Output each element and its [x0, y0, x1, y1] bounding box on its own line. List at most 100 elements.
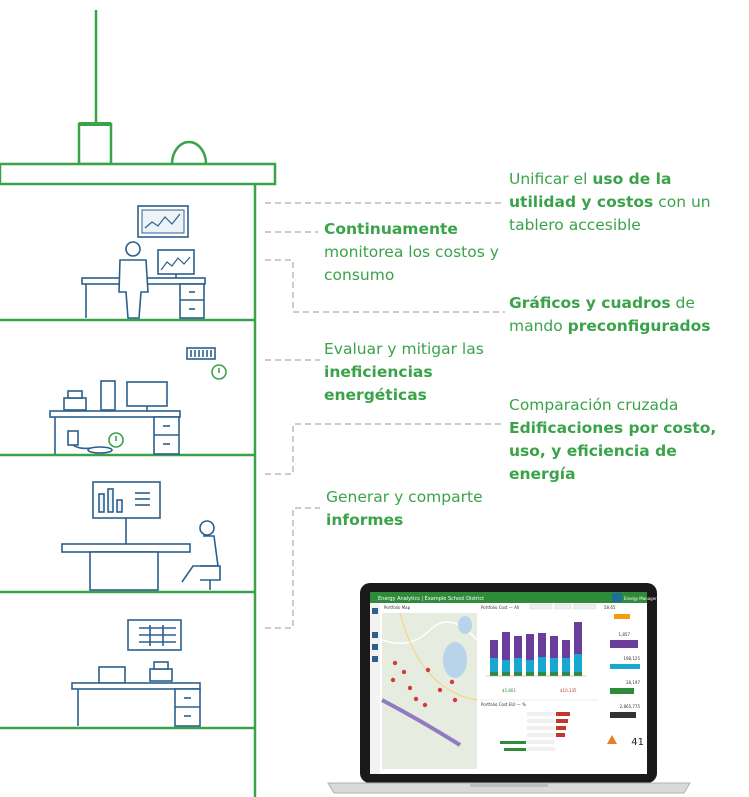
side-nav[interactable]	[370, 603, 380, 774]
label-unificar-text: tablero accesible	[509, 216, 641, 234]
label-comparacion-bold: uso, y eficiencia de	[509, 442, 677, 460]
desk-monitor-icon	[157, 249, 195, 275]
svg-text:41: 41	[631, 737, 644, 748]
rooftop-dome	[170, 140, 208, 165]
label-generar-text: Generar y comparte	[326, 488, 483, 506]
kpi-side-value-4: 28,197	[626, 680, 640, 685]
computer-monitor-icon	[126, 381, 168, 407]
filter-dropdown[interactable]	[554, 603, 572, 610]
desk-pedestal	[89, 551, 159, 591]
floor1-scene	[81, 205, 206, 319]
label-graficos-text: de	[670, 294, 695, 312]
nav-chart-icon[interactable]	[372, 632, 378, 638]
label-evaluar-bold: energéticas	[324, 386, 427, 404]
map-marker[interactable]	[449, 679, 455, 685]
outlet-icon	[67, 430, 79, 446]
label-evaluar: Evaluar y mitigar las ineficiencias ener…	[324, 338, 504, 407]
label-evaluar-text: Evaluar y mitigar las	[324, 340, 484, 358]
printer-icon	[149, 668, 173, 682]
roof-slab	[0, 162, 277, 186]
kpi-side-value-6: 41	[631, 737, 644, 748]
nav-help-icon[interactable]	[372, 656, 378, 662]
connector-graficos	[265, 259, 505, 313]
svg-text:58.65: 58.65	[604, 605, 616, 610]
cost-bar-chart	[486, 622, 586, 677]
brand-label: Energy Manager	[624, 596, 657, 601]
connector-lines	[265, 202, 505, 629]
person-body	[181, 535, 219, 583]
svg-text:2,865,775: 2,865,775	[620, 704, 641, 709]
map-marker[interactable]	[390, 677, 396, 683]
label-continuamente: Continuamente monitorea los costos y con…	[324, 218, 506, 287]
label-graficos-text: mando	[509, 317, 568, 335]
map-marker[interactable]	[392, 660, 398, 666]
floor4-scene	[71, 619, 201, 727]
printer-icon	[63, 397, 87, 411]
label-comparacion: Comparación cruzada Edificaciones por co…	[509, 394, 744, 486]
label-comparacion-bold: energía	[509, 465, 576, 483]
label-evaluar-bold: ineficiencias	[324, 363, 433, 381]
nav-building-icon[interactable]	[372, 644, 378, 650]
person-head	[199, 520, 215, 536]
map-markers[interactable]	[390, 660, 458, 708]
map-marker[interactable]	[401, 669, 407, 675]
kpi-value-a: $5,801	[502, 688, 516, 693]
kpi-side-value-1: 58.65	[604, 605, 616, 610]
portfolio-map[interactable]	[382, 613, 477, 769]
kpi-side-value-3: 198,125	[623, 656, 640, 661]
label-unificar-bold: utilidad y costos	[509, 193, 654, 211]
building-outline	[0, 10, 277, 797]
label-comparacion-bold: Edificaciones por costo,	[509, 419, 717, 437]
kpi-side-value-2: 1,857	[619, 632, 631, 637]
brand-logo-icon	[612, 593, 622, 602]
kpi-value-b: $10,135	[560, 688, 577, 693]
filter-dropdown[interactable]	[529, 603, 553, 610]
label-generar-bold: informes	[326, 511, 404, 529]
map-panel-title: Portfolio Map	[384, 605, 411, 610]
filter-dropdown[interactable]	[573, 603, 597, 610]
desk	[49, 410, 181, 418]
map-marker[interactable]	[425, 667, 431, 673]
chair	[200, 565, 221, 581]
label-unificar-bold: uso de la	[592, 170, 672, 188]
connector-comparacion	[265, 423, 505, 475]
nav-home-icon[interactable]	[372, 608, 378, 614]
chart-panel-title: Portfolio Cost — All	[481, 605, 519, 610]
kpi-column: 58.65 1,857 198,125 28,197 2,865,775 41	[604, 605, 644, 748]
label-continuamente-bold: Continuamente	[324, 220, 458, 238]
label-unificar-text: Unificar el	[509, 170, 593, 188]
label-graficos-bold: preconfigurados	[567, 317, 711, 335]
map-marker[interactable]	[413, 696, 419, 702]
dashboard-title: Energy Analytics | Example School Distri…	[378, 596, 484, 602]
label-continuamente-text: consumo	[324, 266, 395, 284]
connector-generar	[265, 507, 320, 629]
table-panel-title: Portfolio Cost EUI — %	[481, 702, 526, 707]
label-comparacion-text: Comparación cruzada	[509, 396, 679, 414]
label-unificar-text: con un	[653, 193, 711, 211]
dashboard-header	[370, 592, 647, 603]
rooftop-unit	[77, 122, 113, 166]
svg-text:28,197: 28,197	[626, 680, 640, 685]
map-marker[interactable]	[452, 697, 458, 703]
warning-icon	[607, 735, 617, 744]
map-marker[interactable]	[407, 685, 413, 691]
label-graficos: Gráficos y cuadros de mando preconfigura…	[509, 292, 744, 338]
map-marker[interactable]	[437, 687, 443, 693]
label-unificar: Unificar el uso de la utilidad y costos …	[509, 168, 744, 237]
person-body	[118, 259, 149, 319]
desk	[61, 543, 191, 553]
laptop: Energy Analytics | Example School Distri…	[327, 583, 691, 794]
svg-text:198,125: 198,125	[623, 656, 640, 661]
meter-icon	[186, 347, 216, 360]
computer-tower-icon	[100, 380, 116, 411]
person-head	[125, 241, 141, 257]
label-graficos-bold: Gráficos y cuadros	[509, 294, 671, 312]
desk	[71, 682, 201, 690]
floor3-scene	[61, 481, 221, 591]
map-marker[interactable]	[422, 702, 428, 708]
kpi-side-value-5: 2,865,775	[620, 704, 641, 709]
label-generar: Generar y comparte informes	[326, 486, 506, 532]
svg-text:1,857: 1,857	[619, 632, 631, 637]
laptop-icon	[98, 666, 126, 684]
